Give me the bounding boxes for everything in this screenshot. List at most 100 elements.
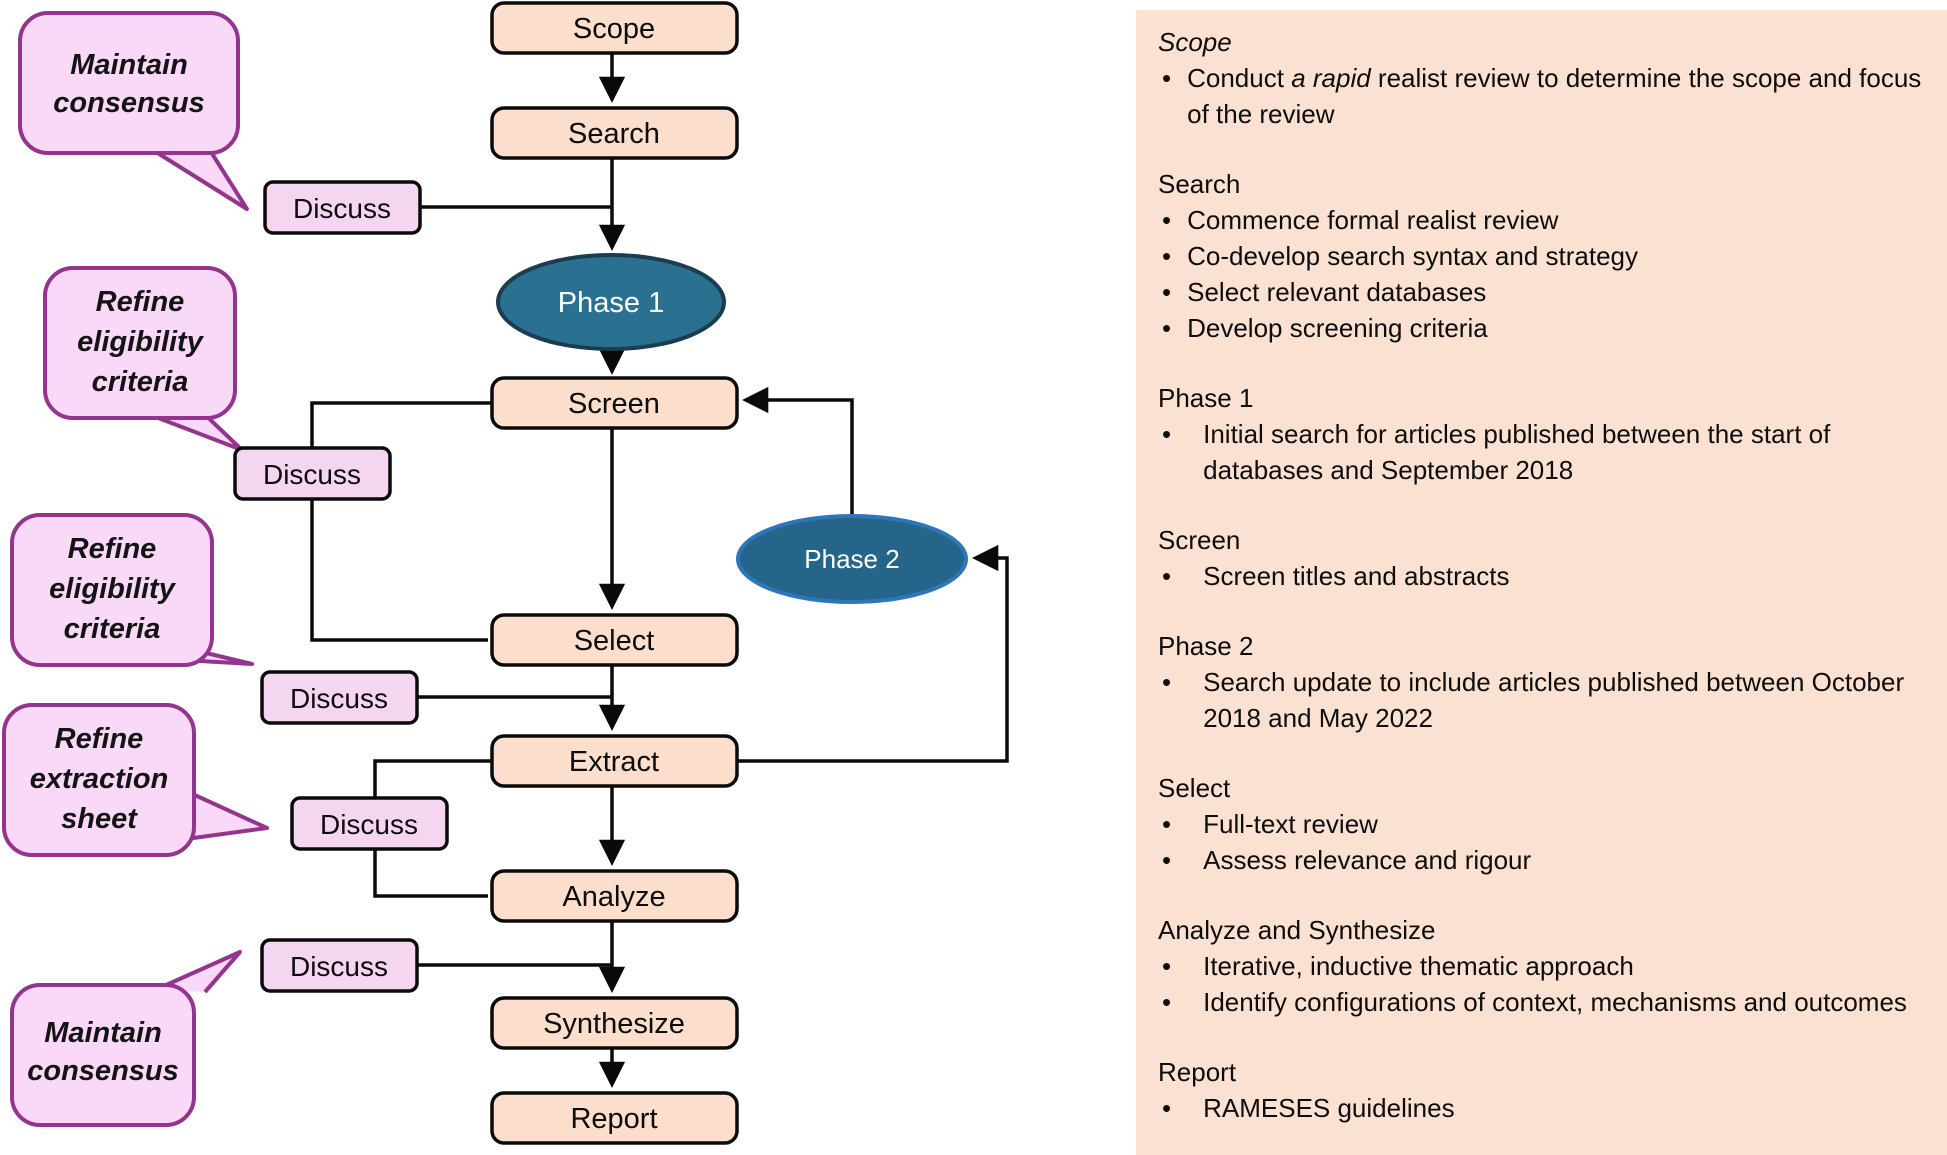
section-report: Report • RAMESES guidelines xyxy=(1158,1054,1923,1126)
discuss-label-2: Discuss xyxy=(263,459,361,490)
realist-review-flowchart: Maintain consensus Refine eligibility cr… xyxy=(2,1,1009,1145)
bubble-4-line-2: extraction xyxy=(30,763,169,795)
bullet-text: Develop screening criteria xyxy=(1187,313,1488,343)
bullet-icon: • xyxy=(1162,667,1172,697)
bubble-refine-eligibility-2 xyxy=(10,513,214,667)
section-screen-heading: Screen xyxy=(1158,525,1241,555)
search-label: Search xyxy=(568,118,660,150)
step-details-panel: Scope • Conduct a rapid realist review t… xyxy=(1136,10,1947,1155)
select-label: Select xyxy=(574,625,655,657)
analyze-box xyxy=(490,869,739,923)
bullet-icon: • xyxy=(1162,205,1172,235)
bubble-5-line-1: Maintain xyxy=(44,1017,162,1049)
list-item: • Conduct a rapid realist review to dete… xyxy=(1158,60,1923,132)
bubble-4-line-1: Refine xyxy=(55,723,144,755)
bullet-icon: • xyxy=(1162,241,1172,271)
discuss-box-3 xyxy=(260,670,419,725)
bullet-text: Screen titles and abstracts xyxy=(1203,561,1510,591)
discuss-box-4 xyxy=(290,796,449,851)
discuss-label-5: Discuss xyxy=(290,951,388,982)
section-search: Search • Commence formal realist review … xyxy=(1158,166,1923,346)
list-item: • RAMESES guidelines xyxy=(1158,1090,1923,1126)
discuss-box-5 xyxy=(260,938,419,993)
section-phase2-heading: Phase 2 xyxy=(1158,631,1254,661)
phase2-ellipse xyxy=(736,514,968,604)
bullet-icon: • xyxy=(1162,1093,1172,1123)
extract-box xyxy=(490,734,739,788)
search-box xyxy=(490,106,739,160)
select-box xyxy=(490,613,739,667)
section-search-heading: Search xyxy=(1158,169,1241,199)
list-item: • Screen titles and abstracts xyxy=(1158,558,1923,594)
bubble-3-line-3: criteria xyxy=(64,613,161,645)
bullet-icon: • xyxy=(1162,277,1172,307)
bubble-tail-5 xyxy=(154,950,242,994)
discuss-label-3: Discuss xyxy=(290,683,388,714)
phase1-ellipse xyxy=(496,253,726,351)
list-item: • Select relevant databases xyxy=(1158,274,1923,310)
section-phase1-heading: Phase 1 xyxy=(1158,383,1254,413)
bubble-refine-extraction xyxy=(2,703,196,857)
bullet-text: Conduct a rapid realist review to determ… xyxy=(1187,60,1923,132)
section-report-heading: Report xyxy=(1158,1057,1237,1087)
bullet-text: Search update to include articles publis… xyxy=(1203,667,1905,733)
section-analyze-synthesize-heading: Analyze and Synthesize xyxy=(1158,915,1436,945)
scope-label: Scope xyxy=(573,13,655,45)
bubble-5-line-2: consensus xyxy=(27,1055,179,1087)
bubble-3-line-2: eligibility xyxy=(49,573,177,605)
bullet-text: Commence formal realist review xyxy=(1187,205,1559,235)
bullet-text: Initial search for articles published be… xyxy=(1203,419,1831,485)
bubble-3-line-1: Refine xyxy=(68,533,157,565)
list-item: • Identify configurations of context, me… xyxy=(1158,984,1923,1020)
bullet-icon: • xyxy=(1162,845,1172,875)
discuss-label-1: Discuss xyxy=(293,193,391,224)
section-analyze-synthesize: Analyze and Synthesize • Iterative, indu… xyxy=(1158,912,1923,1020)
bubble-tail-4 xyxy=(185,789,269,841)
bubble-1-line-1: Maintain xyxy=(70,49,188,81)
section-scope: Scope • Conduct a rapid realist review t… xyxy=(1158,24,1923,132)
bubble-maintain-consensus-bottom xyxy=(10,983,196,1127)
report-box xyxy=(490,1091,739,1145)
bubble-tail-1 xyxy=(146,142,249,211)
phase2-label: Phase 2 xyxy=(804,544,899,574)
synthesize-box xyxy=(490,996,739,1050)
bullet-icon: • xyxy=(1162,809,1172,839)
screen-box xyxy=(490,376,739,430)
bubble-maintain-consensus-top xyxy=(18,11,240,155)
discuss-label-4: Discuss xyxy=(320,809,418,840)
section-phase2: Phase 2 • Search update to include artic… xyxy=(1158,628,1923,736)
arrow-phase2-into-screen xyxy=(742,386,854,517)
list-item: • Commence formal realist review xyxy=(1158,202,1923,238)
bullet-icon: • xyxy=(1162,987,1172,1017)
report-label: Report xyxy=(570,1103,657,1135)
bubble-4-line-3: sheet xyxy=(61,803,138,835)
bullet-text: RAMESES guidelines xyxy=(1203,1093,1455,1123)
discuss-box-1 xyxy=(263,180,422,235)
bullet-icon: • xyxy=(1162,313,1172,343)
list-item: • Iterative, inductive thematic approach xyxy=(1158,948,1923,984)
bullet-run: Conduct xyxy=(1187,63,1292,93)
bullet-text: Full-text review xyxy=(1203,809,1378,839)
bullet-text: Identify configurations of context, mech… xyxy=(1203,987,1907,1017)
connector-discuss2 xyxy=(310,401,492,642)
screen-label: Screen xyxy=(568,388,660,420)
bullet-icon: • xyxy=(1162,951,1172,981)
section-select-heading: Select xyxy=(1158,773,1231,803)
bullet-icon: • xyxy=(1162,63,1172,93)
bullet-icon: • xyxy=(1162,419,1172,449)
section-screen: Screen • Screen titles and abstracts xyxy=(1158,522,1923,594)
list-item: • Search update to include articles publ… xyxy=(1158,664,1923,736)
bubble-2-line-3: criteria xyxy=(92,366,189,398)
bullet-run-italic: a rapid xyxy=(1291,63,1371,93)
analyze-label: Analyze xyxy=(562,881,665,913)
bubble-refine-eligibility-1 xyxy=(43,266,237,420)
list-item: • Full-text review xyxy=(1158,806,1923,842)
section-select: Select • Full-text review • Assess relev… xyxy=(1158,770,1923,878)
list-item: • Initial search for articles published … xyxy=(1158,416,1923,488)
scope-box xyxy=(490,1,739,55)
bullet-text: Iterative, inductive thematic approach xyxy=(1203,951,1634,981)
list-item: • Assess relevance and rigour xyxy=(1158,842,1923,878)
bullet-text: Co-develop search syntax and strategy xyxy=(1187,241,1639,271)
synthesize-label: Synthesize xyxy=(543,1008,685,1040)
discuss-box-2 xyxy=(233,446,392,501)
